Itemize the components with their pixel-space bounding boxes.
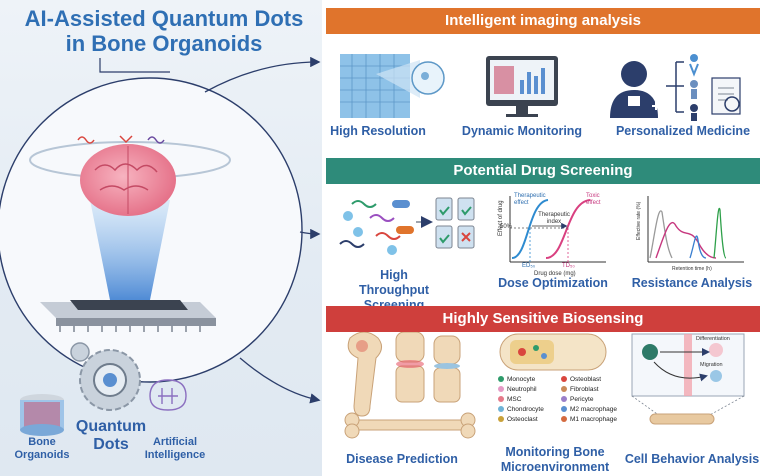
dna-icon-2 [147, 136, 165, 144]
legend-label: MSC [507, 395, 522, 403]
legend-label: Neutrophil [507, 385, 537, 393]
legend-cell-icon [498, 406, 504, 412]
quantum-dots-icon [70, 342, 141, 411]
item-cell-behavior: Cell Behavior Analysis [624, 452, 760, 466]
series-blue [689, 235, 707, 259]
ai-label: Artificial Intelligence [144, 436, 206, 461]
bone-organoids-label: Bone Organoids [14, 436, 70, 461]
legend-entry: Neutrophil [498, 386, 561, 393]
knee-joint-icon-2 [433, 335, 461, 403]
light-beam [90, 200, 170, 300]
section-biosensing-title: Highly Sensitive Biosensing [326, 306, 760, 332]
legend-cell-icon [561, 406, 567, 412]
clipboard-icon [711, 77, 741, 115]
bone-organoid-icon [20, 394, 64, 436]
legend-label: Chondrocyte [507, 405, 544, 413]
femur-icon [347, 331, 382, 417]
arrow-biosensing [239, 357, 321, 404]
legend-label: Osteoblast [570, 375, 602, 383]
person-icon-3 [690, 104, 698, 112]
legend-cell-icon [561, 396, 567, 402]
legend-entry: M2 macrophage [561, 406, 624, 413]
legend-entry: MSC [498, 396, 561, 403]
migration-label: Migration [700, 362, 723, 368]
brain-icon [80, 144, 176, 216]
legend-entry: Osteoclast [498, 416, 561, 423]
legend-label: Fibroblast [570, 385, 599, 393]
monitor-icon [486, 56, 558, 117]
item-resistance-analysis: Resistance Analysis [631, 276, 753, 290]
series-magenta [655, 222, 717, 259]
legend-cell-icon [498, 416, 504, 422]
person-icon [690, 54, 698, 62]
legend-label: M1 macrophage [570, 415, 617, 423]
molecules-icon [339, 200, 414, 255]
section-imaging-title: Intelligent imaging analysis [326, 8, 760, 34]
quantum-dots-label: Quantum Dots [75, 418, 147, 453]
legend-entry: Pericyte [561, 396, 624, 403]
legend-cell-icon [561, 376, 567, 382]
therapeutic-effect-label: Therapeutic effect [514, 193, 546, 206]
differentiation-label: Differentiation [696, 336, 730, 342]
legend-cell-icon [561, 386, 567, 392]
legend-entry: Monocyte [498, 376, 561, 383]
td50-label: TD₅₀ [562, 263, 575, 269]
therapeutic-curve [511, 199, 549, 259]
resistance-ylabel: Effective rate (%) [636, 201, 642, 240]
toxic-effect-label: Toxic effect [586, 193, 601, 206]
legend-cell-icon [561, 416, 567, 422]
item-personalized-medicine: Personalized Medicine [615, 124, 751, 138]
doctor-icon [610, 61, 660, 118]
legend-entry: Osteoblast [561, 376, 624, 383]
item-monitoring-bone: Monitoring Bone Microenvironment [500, 445, 610, 474]
legend-entry: Fibroblast [561, 386, 624, 393]
dose-chart [509, 196, 606, 263]
title-connector [99, 58, 170, 73]
item-dose-optimization: Dose Optimization [498, 276, 608, 290]
legend-entry: M1 macrophage [561, 416, 624, 423]
antibody-icon [119, 135, 133, 144]
dna-icon [77, 136, 95, 144]
legend-cell-icon [498, 376, 504, 382]
series-gray [649, 210, 673, 259]
ai-icon [149, 379, 187, 411]
long-bone-icon [344, 412, 476, 439]
legend-label: M2 macrophage [570, 405, 617, 413]
chip-icon [40, 300, 216, 332]
person-icon-2 [690, 80, 698, 88]
branch-lines [666, 61, 684, 113]
ed50-label: ED₅₀ [522, 263, 536, 269]
therapeutic-index-label: Therapeutic index [538, 212, 570, 225]
legend-label: Pericyte [570, 395, 594, 403]
bone-tube-icon [499, 333, 607, 371]
dose-ytick: 50% [500, 224, 513, 230]
section-drug-title: Potential Drug Screening [326, 158, 760, 184]
legend-label: Osteoclast [507, 415, 538, 423]
vials-icon [435, 197, 475, 249]
resistance-chart [647, 196, 744, 263]
legend-entry: Chondrocyte [498, 406, 561, 413]
legend-cell-icon [498, 396, 504, 402]
resistance-xlabel: Retention time (h) [672, 266, 712, 272]
series-green [713, 207, 727, 259]
item-disease-prediction: Disease Prediction [346, 452, 458, 466]
knee-joint-icon [395, 331, 425, 403]
dose-xlabel: Drug dose (mg) [534, 271, 576, 277]
toxic-curve [545, 199, 591, 259]
cell-behavior-icon [631, 333, 745, 425]
arrow-imaging [204, 56, 321, 93]
legend-cell-icon [498, 386, 504, 392]
item-dynamic-monitoring: Dynamic Monitoring [461, 124, 583, 138]
arrow-drug [299, 228, 321, 240]
legend-label: Monocyte [507, 375, 536, 383]
page-title: AI-Assisted Quantum Dots in Bone Organoi… [24, 6, 304, 56]
item-high-resolution: High Resolution [330, 124, 426, 138]
